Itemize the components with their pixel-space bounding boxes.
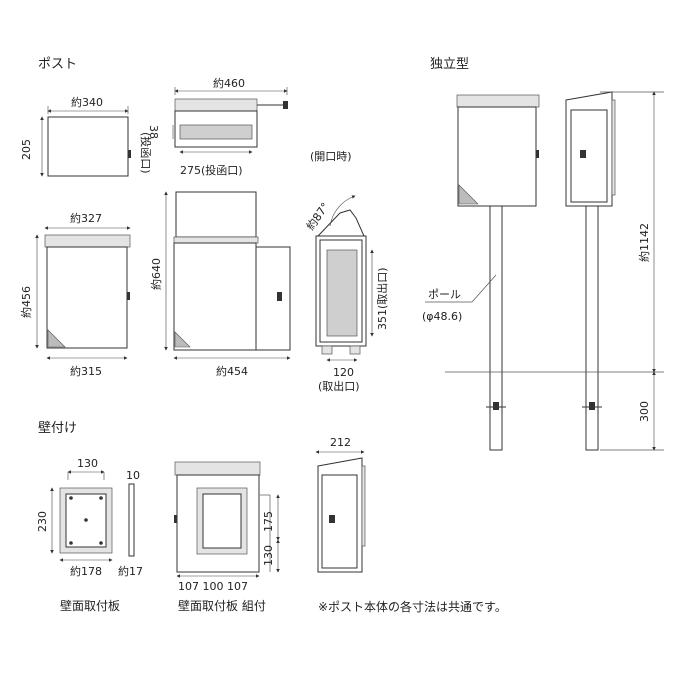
front-bottom-width: 約315: [70, 364, 102, 378]
open-state-label: (開口時): [310, 150, 352, 163]
section-title-wall: 壁付け: [38, 421, 77, 436]
assembly-caption: 壁面取付板 組付: [178, 598, 266, 613]
post-top-view: 約340 205: [20, 95, 131, 177]
assembly-height-upper: 175: [262, 511, 275, 532]
plate-width: 130: [77, 457, 98, 470]
open-height: 約640: [149, 258, 163, 290]
wall-assembly-view: 175 130 107 100 107 壁面取付板 組付: [174, 461, 280, 613]
wall-side-view: 212: [315, 436, 366, 573]
side-opening-width: 120: [333, 366, 354, 379]
slot-width-label: 約460: [213, 76, 245, 90]
open-width: 約454: [216, 364, 248, 378]
common-dimensions-note: ※ポスト本体の各寸法は共通です。: [318, 599, 507, 614]
section-title-standalone: 独立型: [430, 57, 469, 72]
plate-depth: 約17: [118, 564, 143, 578]
post-front-view: 約327 約456 約315: [19, 211, 131, 378]
post-open-front-view: 約640 約454: [149, 191, 291, 378]
slot-label: (投函口): [139, 132, 153, 174]
slot-opening-width: 275(投函口): [180, 163, 243, 177]
standalone-side-view: [565, 91, 616, 451]
top-width-label: 約340: [71, 95, 103, 109]
post-side-open-view: 約87° 351(取出口) 120 (取出口): [303, 195, 389, 393]
standalone-ground-depth: 300: [638, 401, 651, 422]
front-height: 約456: [19, 286, 33, 318]
standalone-dimensions: 約1142 300 ポール (φ48.6): [422, 91, 664, 451]
plate-bottom-width: 約178: [70, 564, 102, 578]
pole-diameter: (φ48.6): [422, 310, 462, 323]
standalone-height: 約1142: [637, 223, 651, 262]
side-opening-width-label: (取出口): [318, 379, 360, 393]
section-title-post: ポスト: [38, 57, 77, 72]
side-opening-height: 351(取出口): [375, 267, 389, 330]
slot-height-label: 38: [147, 125, 160, 139]
plate-caption: 壁面取付板: [60, 598, 120, 613]
pole-label: ポール: [428, 288, 461, 301]
top-depth-label: 205: [20, 139, 33, 160]
plate-thickness: 10: [126, 469, 140, 482]
assembly-height-lower: 130: [262, 545, 275, 566]
standalone-front-view: [456, 94, 540, 451]
side-width: 212: [330, 436, 351, 449]
post-slot-view: 約460 38 (投函口) 275(投函口): [139, 76, 288, 177]
assembly-widths: 107 100 107: [178, 580, 248, 593]
wall-plate-view: 130 230 約178 10 約17 壁面取付板: [36, 457, 143, 613]
front-top-width: 約327: [70, 211, 102, 225]
plate-height: 230: [36, 511, 49, 532]
